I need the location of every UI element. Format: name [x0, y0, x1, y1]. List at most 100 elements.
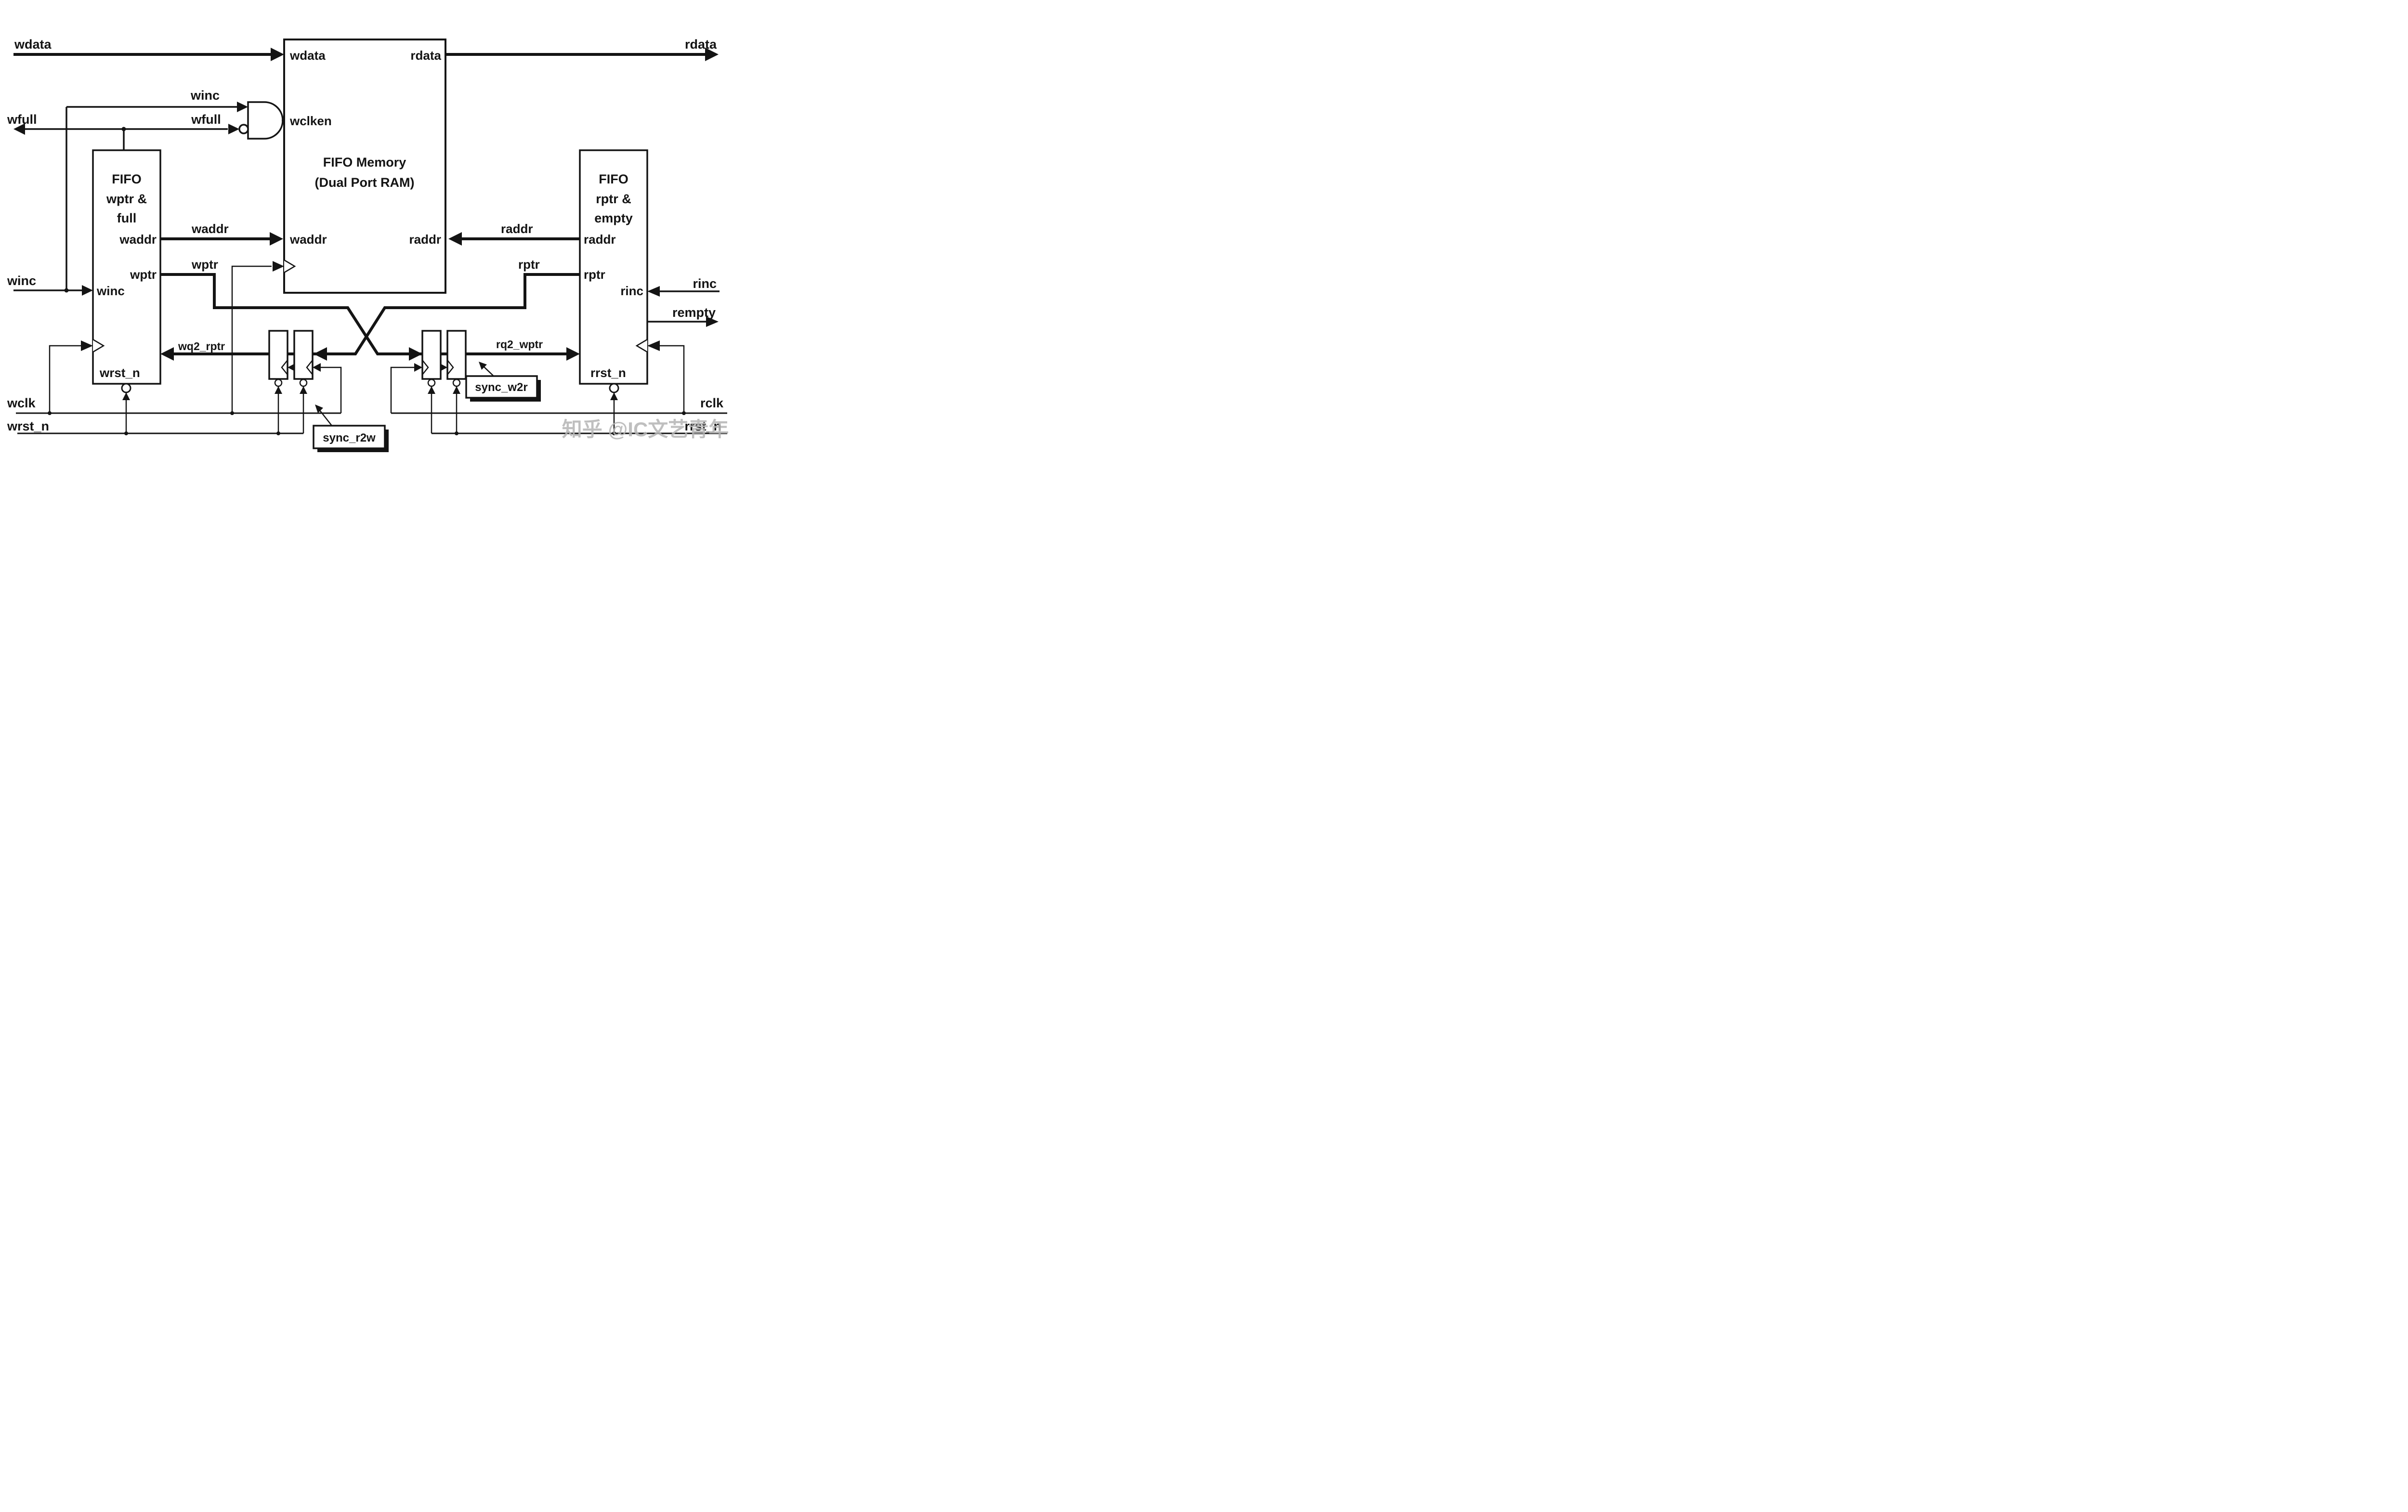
- rptr-block-rptr-port-label: rptr: [584, 267, 605, 282]
- waddr-wire-label: waddr: [191, 222, 229, 236]
- right-sync-ff1-clock-arrowhead-icon: [414, 363, 422, 372]
- sync-w2r-pointer-arrowhead-icon: [479, 362, 487, 370]
- right-ff1-reset-arrowhead-icon: [428, 386, 435, 394]
- left-ff2-reset-arrowhead-icon: [300, 386, 307, 394]
- wfull-output-label: wfull: [7, 112, 37, 127]
- sync-w2r-ff1-reset-bubble-icon: [427, 378, 436, 387]
- wptr-block-waddr-port-label: waddr: [119, 232, 157, 247]
- rq2wptr-arrowhead-icon: [566, 347, 580, 361]
- rptr-block-title2: rptr &: [596, 192, 631, 206]
- rptr-wire-label: rptr: [518, 257, 540, 272]
- winc-junction-dot: [64, 288, 69, 293]
- rptr-block-clock-feed-line: [660, 345, 685, 413]
- sync-r2w-label: sync_r2w: [323, 431, 376, 444]
- memory-wclken-port-label: wclken: [289, 114, 332, 128]
- winc-nand-arrowhead-icon: [237, 102, 248, 112]
- wrstn-label: wrst_n: [7, 419, 49, 433]
- waddr-arrowhead-icon: [270, 232, 283, 246]
- memory-clock-triangle-icon: [284, 259, 296, 274]
- rptr-block-clock-triangle-icon: [635, 339, 648, 353]
- right-ff2-reset-arrowhead-icon: [453, 386, 460, 394]
- write-pointer-block: [92, 149, 161, 385]
- rptr-block-rinc-port-label: rinc: [620, 284, 643, 298]
- wdata-input-label: wdata: [14, 37, 52, 52]
- wptr-block-title1: FIFO: [112, 172, 142, 186]
- wptr-sync-arrowhead-icon: [409, 347, 422, 361]
- wptr-block-clock-feed-line: [49, 345, 81, 413]
- sync-r2w-box: [313, 425, 386, 449]
- rempty-output-label: rempty: [672, 305, 716, 320]
- rempty-arrowhead-icon: [706, 316, 719, 327]
- diagram-svg: wdata rdata winc wfull wfull winc wclk w…: [7, 37, 729, 452]
- wq2rptr-arrowhead-icon: [160, 347, 174, 361]
- rptr-block-clock-arrowhead-icon: [647, 340, 660, 351]
- wfull-nand-arrowhead-icon: [228, 124, 239, 134]
- sync-w2r-ff2-reset-bubble-icon: [452, 378, 461, 387]
- memory-clock-rail-dot: [230, 411, 234, 415]
- rrstn-label: rrst_n: [684, 419, 721, 433]
- sync-w2r-box: [465, 375, 538, 399]
- rdata-output-label: rdata: [685, 37, 717, 52]
- raddr-wire-label: raddr: [501, 222, 533, 236]
- wptr-wire-label: wptr: [191, 257, 218, 272]
- left-ff1-reset-arrowhead-icon: [275, 386, 282, 394]
- rclk-rail-dot: [682, 411, 686, 415]
- memory-wdata-port-label: wdata: [289, 48, 326, 63]
- wptr-block-reset-bubble-icon: [121, 383, 131, 393]
- rptr-block-rrstn-port-label: rrst_n: [590, 365, 626, 380]
- wptr-block-reset-arrowhead-icon: [122, 392, 130, 400]
- async-fifo-block-diagram: wdata rdata winc wfull wfull winc wclk w…: [0, 0, 743, 454]
- zhihu-watermark: 知乎 @IC文艺青年: [562, 418, 729, 441]
- memory-title-line2: (Dual Port RAM): [315, 175, 415, 190]
- sync-r2w-ff1-clock-chevron-icon: [281, 360, 288, 375]
- wfull-output-arrowhead-icon: [13, 123, 25, 135]
- winc-input-label: winc: [7, 274, 36, 288]
- wq2rptr-wire-label: wq2_rptr: [178, 340, 225, 352]
- wptr-reset-rail-dot: [124, 431, 128, 435]
- sync-r2w-ff1-reset-bubble-icon: [274, 378, 283, 387]
- wptr-block-clock-triangle-icon: [92, 339, 105, 353]
- rdata-arrowhead-icon: [705, 48, 719, 61]
- raddr-arrowhead-icon: [448, 232, 462, 246]
- sync-w2r-ff1-clock-chevron-icon: [422, 360, 429, 375]
- rinc-arrowhead-icon: [647, 286, 660, 297]
- rptr-block-title3: empty: [594, 211, 633, 225]
- rptr-block-title1: FIFO: [599, 172, 628, 186]
- rptr-block-raddr-port-label: raddr: [584, 232, 615, 247]
- memory-wclk-feed-line: [231, 265, 272, 413]
- nand-wfull-label: wfull: [191, 112, 221, 127]
- rrstn-rail-dot: [455, 431, 458, 435]
- wptr-block-wptr-port-label: wptr: [130, 267, 157, 282]
- memory-clock-arrowhead-icon: [273, 261, 284, 272]
- fifo-memory-block: [283, 39, 446, 294]
- wclk-label: wclk: [7, 396, 36, 410]
- wptr-block-winc-port-label: winc: [96, 284, 125, 298]
- memory-title-line1: FIFO Memory: [323, 155, 406, 169]
- wrstn-rail-dot: [276, 431, 280, 435]
- wptr-block-clock-arrowhead-icon: [81, 340, 93, 351]
- right-sync-clock-feed-line: [390, 366, 419, 413]
- rptr-block-reset-bubble-icon: [609, 383, 619, 393]
- sync-r2w-pointer-line: [319, 409, 332, 426]
- nand-winc-label: winc: [190, 88, 220, 103]
- wdata-arrowhead-icon: [271, 48, 284, 61]
- rptr-reset-rail-dot: [612, 431, 616, 435]
- left-sync-clock-feed-line: [316, 366, 342, 413]
- wclk-rail-dot: [48, 411, 52, 415]
- rptr-block-reset-arrowhead-icon: [610, 392, 618, 400]
- left-sync-ff2-clock-arrowhead-icon: [313, 363, 321, 372]
- sync-w2r-pointer-line: [483, 365, 494, 377]
- read-pointer-block: [579, 149, 648, 385]
- memory-rdata-port-label: rdata: [410, 48, 441, 63]
- sync-w2r-ff2-clock-chevron-icon: [447, 360, 454, 375]
- winc-input-arrowhead-icon: [82, 285, 93, 296]
- wptr-block-title3: full: [117, 211, 137, 225]
- memory-waddr-port-label: waddr: [289, 232, 327, 247]
- rinc-input-label: rinc: [693, 276, 717, 291]
- wptr-block-title2: wptr &: [106, 192, 147, 206]
- sync-r2w-ff2-clock-chevron-icon: [306, 360, 313, 375]
- nand-inverter-bubble-icon: [238, 124, 249, 134]
- sync-w2r-label: sync_w2r: [475, 381, 527, 394]
- rq2wptr-wire-label: rq2_wptr: [496, 338, 543, 351]
- memory-raddr-port-label: raddr: [409, 232, 441, 247]
